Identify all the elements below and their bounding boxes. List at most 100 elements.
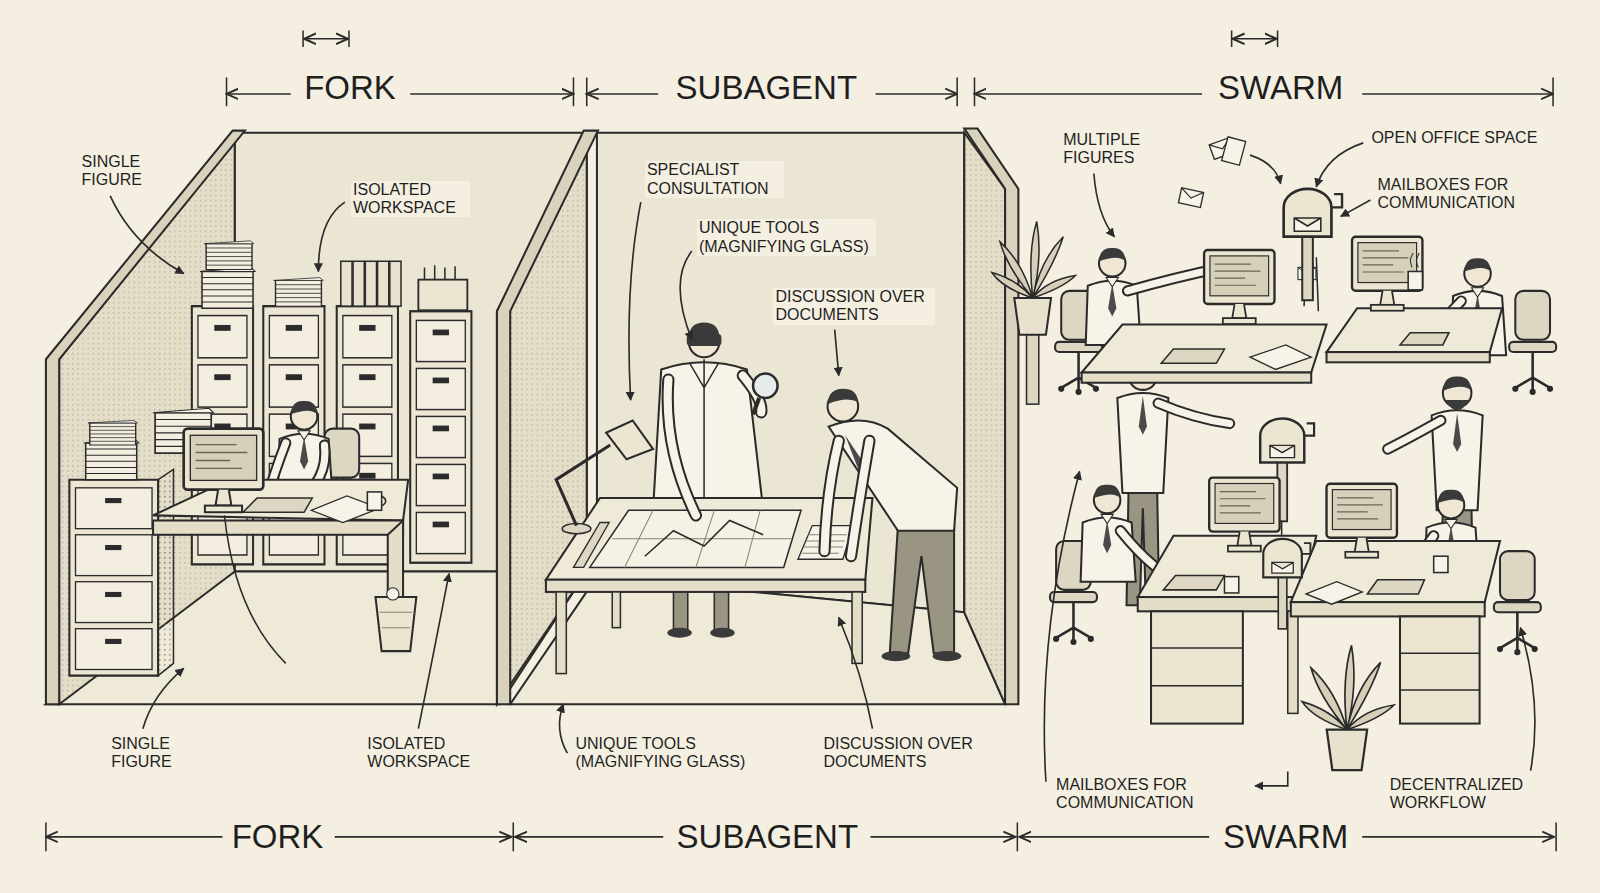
fork-office-furniture [158, 469, 173, 675]
subagent-scene [753, 398, 759, 414]
callout-label: ISOLATED WORKSPACE [351, 181, 470, 218]
leader-arrows [1044, 472, 1079, 782]
fork-office-furniture [153, 520, 403, 534]
swarm-open-office [1151, 611, 1243, 723]
dimension-lines [303, 31, 1277, 47]
fork-office-furniture [76, 488, 153, 670]
fork-office-furniture [105, 545, 121, 550]
dimension-lines [870, 836, 1015, 838]
subagent-scene [828, 389, 859, 404]
swarm-open-office [1352, 237, 1422, 311]
swarm-open-office [1209, 478, 1279, 552]
section-heading: SWARM [1219, 818, 1352, 856]
subagent-scene [612, 510, 792, 567]
leader-arrows [1094, 173, 1114, 236]
swarm-open-office [1509, 291, 1556, 395]
fork-office-furniture [200, 267, 255, 308]
swarm-open-office [1204, 250, 1274, 324]
fork-office-furniture [387, 588, 399, 600]
swarm-open-office [1327, 484, 1397, 558]
fork-office-furniture [69, 480, 158, 676]
fork-office-furniture [184, 429, 264, 513]
swarm-open-office [1306, 582, 1362, 604]
fork-office-furniture [418, 280, 467, 311]
leader-arrows [835, 330, 839, 376]
fork-office-furniture [380, 612, 413, 627]
leader-arrows [318, 202, 345, 271]
fork-divider-wall [497, 131, 598, 705]
leader-arrows [839, 617, 873, 728]
subagent-scene [673, 590, 687, 631]
subagent-scene [933, 651, 962, 661]
callout-label: OPEN OFFICE SPACE [1369, 129, 1573, 147]
swarm-open-office [1400, 616, 1480, 723]
subagent-scene [606, 420, 653, 459]
dimension-lines [410, 93, 573, 95]
dimension-lines [227, 78, 1554, 107]
swarm-open-office [1410, 253, 1419, 267]
section-heading: FORK [228, 818, 328, 856]
dimension-lines [1362, 93, 1553, 95]
section-heading: SUBAGENT [672, 69, 862, 107]
callout-label: MAILBOXES FOR COMMUNICATION [1054, 776, 1206, 813]
leader-arrows [110, 196, 183, 274]
swarm-open-office [1222, 137, 1246, 165]
subagent-scene [710, 628, 734, 638]
callout-label: ISOLATED WORKSPACE [365, 735, 484, 772]
fork-office-furniture [76, 488, 153, 529]
fork-office-furniture [69, 241, 471, 676]
subagent-scene [753, 374, 777, 398]
subagent-scene [824, 441, 869, 556]
dimension-lines [227, 93, 291, 95]
swarm-open-office [1434, 556, 1448, 572]
swarm-open-office [1494, 551, 1541, 655]
callout-label: SPECIALIST CONSULTATION [645, 161, 784, 198]
callout-label: SINGLE FIGURE [80, 153, 159, 190]
section-heading: SUBAGENT [673, 818, 863, 856]
dimension-lines [515, 836, 663, 838]
binders [353, 261, 364, 306]
leader-arrows [680, 251, 692, 340]
leader-arrows [143, 668, 184, 728]
swarm-open-office [1327, 352, 1490, 362]
subagent-scene [690, 359, 719, 505]
swarm-open-office [1178, 188, 1203, 208]
leader-arrows [1341, 200, 1371, 216]
leader-arrows [629, 202, 641, 400]
subagent-scene [612, 592, 620, 628]
leader-arrows [1316, 143, 1363, 187]
swarm-open-office [1082, 373, 1312, 383]
swarm-open-office [1250, 345, 1311, 369]
dimension-lines [1362, 836, 1554, 838]
fork-office-furniture [105, 592, 121, 597]
leader-arrows [110, 143, 1535, 786]
leader-arrows [1520, 628, 1535, 771]
dimension-lines [304, 38, 348, 40]
subagent-scene [546, 580, 865, 592]
binders [365, 261, 376, 306]
binders [390, 261, 401, 306]
swarm-open-office [1163, 576, 1224, 590]
fork-office-furniture [76, 582, 153, 623]
fork-office-furniture [274, 278, 324, 307]
fork-office-furniture [105, 498, 121, 644]
fork-office-furniture [376, 597, 417, 651]
subagent-scene [667, 628, 691, 638]
callout-label: DISCUSSION OVER DOCUMENTS [773, 288, 935, 325]
fork-office-furniture [367, 492, 381, 510]
fork-office-furniture [105, 639, 121, 644]
section-heading: FORK [300, 69, 400, 107]
callout-label: MAILBOXES FOR COMMUNICATION [1376, 176, 1528, 213]
fork-office-furniture [424, 265, 455, 279]
callout-label: UNIQUE TOOLS (MAGNIFYING GLASS) [697, 219, 876, 256]
leader-arrows [418, 574, 449, 729]
leader-arrows [560, 704, 568, 753]
fork-office-furniture [105, 498, 121, 503]
subagent-scene [556, 592, 566, 674]
callout-label: DECENTRALIZED WORKFLOW [1388, 776, 1537, 813]
dimension-lines [335, 836, 512, 838]
callout-label: MULTIPLE FIGURES [1061, 131, 1155, 168]
swarm-open-office [1288, 611, 1298, 713]
